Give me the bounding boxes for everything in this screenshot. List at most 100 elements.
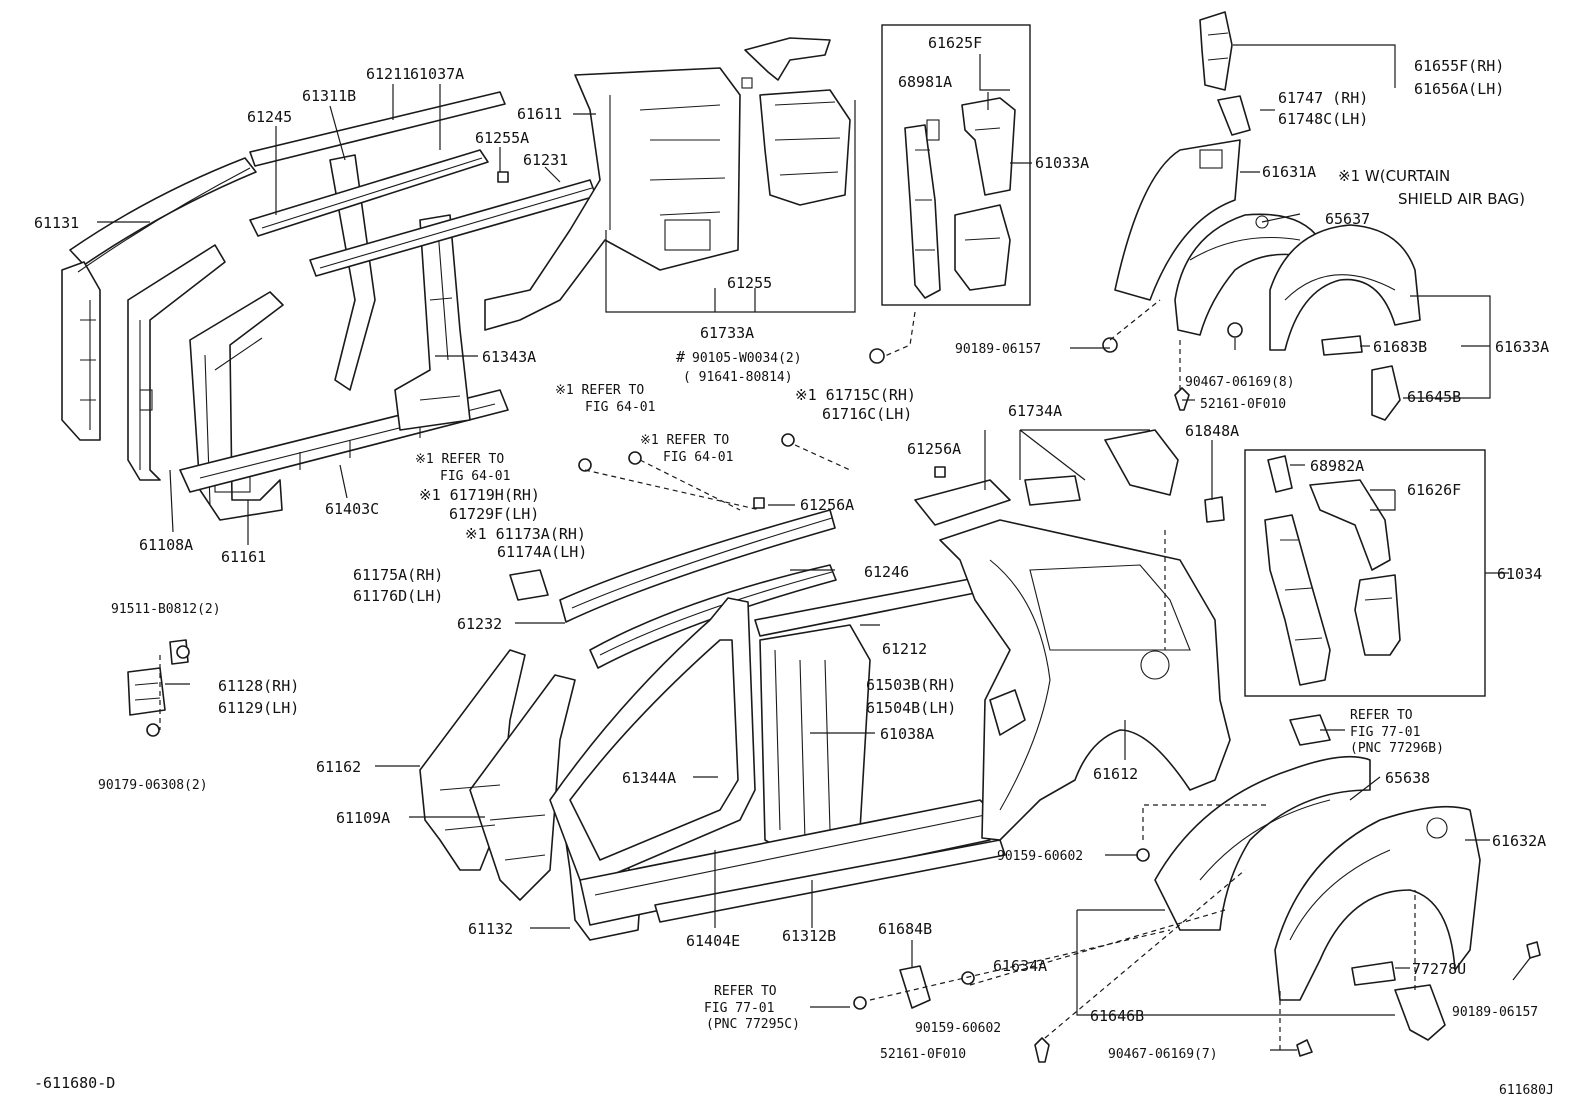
bracket-61683b-drawing (1321, 335, 1401, 421)
label-hash: # (676, 348, 685, 366)
frame-61033a (881, 24, 1031, 306)
label-61655f: 61655F(RH) (1414, 57, 1504, 75)
label-61037a: 61037A (410, 65, 464, 83)
label-52161-top: 52161-0F010 (1200, 397, 1286, 412)
label-ref2b: FIG 64-01 (663, 450, 733, 465)
label-61245: 61245 (247, 108, 292, 126)
label-90467-lower: 90467-06169(7) (1108, 1047, 1218, 1062)
leader-lines (97, 44, 1531, 1051)
label-61716c: 61716C(LH) (822, 405, 912, 423)
label-61175a: 61175A(RH) (353, 566, 443, 584)
roof-side-rail-drawing (61, 157, 257, 441)
label-61034: 61034 (1497, 565, 1542, 583)
quarter-inner-drawing (484, 67, 741, 331)
label-ref77-b1: REFER TO (714, 984, 777, 999)
label-61611: 61611 (517, 105, 562, 123)
label-61344a: 61344A (622, 769, 676, 787)
bracket-77278u-drawing (1351, 961, 1446, 1041)
label-61212: 61212 (882, 640, 927, 658)
label-61403c: 61403C (325, 500, 379, 518)
label-61256a-lower: 61256A (800, 496, 854, 514)
label-61404e: 61404E (686, 932, 740, 950)
label-61715c: ※1 61715C(RH) (795, 386, 916, 404)
rear-wheelhouse-lower-drawing (1154, 714, 1481, 1001)
label-61646b: 61646B (1090, 1007, 1144, 1025)
label-61128: 61128(RH) (218, 677, 299, 695)
bracket-61503b-drawing (989, 689, 1026, 736)
label-61312b: 61312B (782, 927, 836, 945)
dashed-guide-lines (159, 299, 1416, 1050)
label-61255a: 61255A (475, 129, 529, 147)
label-61162: 61162 (316, 758, 361, 776)
bracket-61655f-drawing (1199, 11, 1251, 136)
label-90189-lower: 90189-06157 (1452, 1005, 1538, 1020)
label-61176d: 61176D(LH) (353, 587, 443, 605)
label-61729f: 61729F(LH) (449, 505, 539, 523)
label-61848a: 61848A (1185, 422, 1239, 440)
label-68981a: 68981A (898, 73, 952, 91)
label-61173a: ※1 61173A(RH) (465, 525, 586, 543)
label-61033a: 61033A (1035, 154, 1089, 172)
label-61311b: 61311B (302, 87, 356, 105)
note-line-2: SHIELD AIR BAG) (1398, 190, 1525, 208)
label-61612: 61612 (1093, 765, 1138, 783)
label-61256a-upper: 61256A (907, 440, 961, 458)
label-61504b: 61504B(LH) (866, 699, 956, 717)
part-labels: 61131 61245 61311B 61211 61037A 61255A 6… (34, 34, 1554, 1098)
label-ref77-a3: (PNC 77296B) (1350, 741, 1444, 756)
label-61748c: 61748C(LH) (1278, 110, 1368, 128)
label-ref3b: FIG 64-01 (440, 469, 510, 484)
label-ref77-a2: FIG 77-01 (1350, 725, 1420, 740)
label-61656a: 61656A(LH) (1414, 80, 1504, 98)
door-opening-frame-drawing (549, 597, 871, 881)
inner-panel-61033a-drawing (904, 97, 1016, 299)
label-61626f: 61626F (1407, 481, 1461, 499)
label-61683b: 61683B (1373, 338, 1427, 356)
label-65637: 65637 (1325, 210, 1370, 228)
label-ref77-b3: (PNC 77295C) (706, 1017, 800, 1032)
label-90189-top: 90189-06157 (955, 342, 1041, 357)
label-90159-lower: 90159-60602 (915, 1021, 1001, 1036)
label-ref1b: FIG 64-01 (585, 400, 655, 415)
label-90105: 90105-W0034(2) (692, 351, 802, 366)
label-61343a: 61343A (482, 348, 536, 366)
label-61632a: 61632A (1492, 832, 1546, 850)
footer-left-code: -611680-D (34, 1074, 115, 1092)
label-61733a: 61733A (700, 324, 754, 342)
label-61108a: 61108A (139, 536, 193, 554)
label-61625f: 61625F (928, 34, 982, 52)
label-61631a: 61631A (1262, 163, 1316, 181)
label-61645b: 61645B (1407, 388, 1461, 406)
label-ref77-a1: REFER TO (1350, 708, 1413, 723)
label-61255: 61255 (727, 274, 772, 292)
label-61734a: 61734A (1008, 402, 1062, 420)
label-61231: 61231 (523, 151, 568, 169)
label-ref3a: ※1 REFER TO (415, 452, 504, 467)
label-61634a: 61634A (993, 957, 1047, 975)
label-61232: 61232 (457, 615, 502, 633)
label-61246: 61246 (864, 563, 909, 581)
label-61684b: 61684B (878, 920, 932, 938)
note-line-1: ※1 W(CURTAIN (1338, 167, 1450, 185)
quarter-reinforcement-drawing (741, 37, 851, 206)
label-90467-top: 90467-06169(8) (1185, 375, 1295, 390)
label-90179: 90179-06308(2) (98, 778, 208, 793)
label-61038a: 61038A (880, 725, 934, 743)
label-77278u: 77278U (1412, 960, 1466, 978)
label-61747: 61747 (RH) (1278, 89, 1368, 107)
label-65638: 65638 (1385, 769, 1430, 787)
label-61132: 61132 (468, 920, 513, 938)
label-61633a: 61633A (1495, 338, 1549, 356)
label-91511: 91511-B0812(2) (111, 602, 221, 617)
label-61161: 61161 (221, 548, 266, 566)
label-90159-upper: 90159-60602 (997, 849, 1083, 864)
label-ref2a: ※1 REFER TO (640, 433, 729, 448)
bracket-61684b-drawing (899, 965, 931, 1009)
label-61109a: 61109A (336, 809, 390, 827)
label-61174a: 61174A(LH) (497, 543, 587, 561)
label-61211: 61211 (366, 65, 411, 83)
label-91641: ( 91641-80814) (683, 370, 793, 385)
label-61129: 61129(LH) (218, 699, 299, 717)
quarter-panel-drawing (914, 429, 1231, 841)
